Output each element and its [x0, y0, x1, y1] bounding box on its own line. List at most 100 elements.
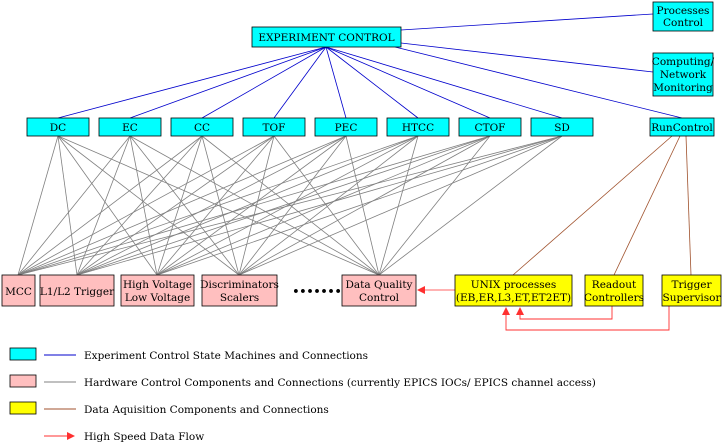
dc-box: DC: [26, 117, 90, 137]
ec-box: EC: [98, 117, 162, 137]
legend: Experiment Control State Machines and Co…: [9, 347, 596, 443]
legend-red-label: High Speed Data Flow: [84, 431, 204, 443]
control-connector-3: [273, 46, 327, 119]
sd-box: SD: [530, 117, 594, 137]
hardware-connector-29: [378, 135, 419, 276]
hardware-connector-0: [17, 135, 59, 276]
data-flow-arrows: [417, 286, 670, 331]
svg-text:Control: Control: [359, 292, 400, 304]
hardware-connector-10: [17, 135, 203, 276]
svg-text:CC: CC: [194, 122, 210, 134]
svg-text:MCC: MCC: [5, 286, 32, 298]
hardware-connector-18: [238, 135, 275, 276]
control-connector-6: [325, 46, 491, 119]
hardware-connector-8: [129, 135, 240, 276]
legend-pink-swatch: [9, 374, 37, 388]
legend-cyan-swatch: [9, 347, 37, 361]
hardware-connector-13: [201, 135, 240, 276]
hardware-connector-25: [17, 135, 419, 276]
hardware-connector-36: [76, 135, 563, 276]
hardware-connector-5: [17, 135, 131, 276]
svg-text:Scalers: Scalers: [220, 292, 259, 304]
runcontrol-box: RunControl: [649, 117, 715, 137]
svg-text:DC: DC: [50, 122, 66, 134]
svg-text:Computing/: Computing/: [652, 56, 715, 68]
hardware-connector-15: [17, 135, 275, 276]
svg-text:HTCC: HTCC: [402, 122, 434, 134]
svg-text:SD: SD: [554, 122, 570, 134]
data-quality-box: Data Quality Control: [341, 274, 417, 307]
cc-box: CC: [170, 117, 234, 137]
hardware-connector-27: [156, 135, 419, 276]
svg-text:Low Voltage: Low Voltage: [125, 292, 190, 304]
control-connector-2: [201, 46, 327, 119]
hardware-connector-31: [76, 135, 491, 276]
daq-connections: [512, 135, 692, 276]
svg-text:TOF: TOF: [263, 122, 286, 134]
svg-text:Supervisor: Supervisor: [663, 292, 722, 304]
control-connector-0: [57, 46, 327, 119]
hardware-connector-20: [17, 135, 347, 276]
discriminators-box: Discriminators Scalers: [200, 274, 279, 307]
control-connector-runcontrol: [394, 46, 683, 119]
mcc-box: MCC: [1, 274, 36, 307]
daq-connector-readout: [613, 135, 681, 276]
hardware-connector-7: [129, 135, 158, 276]
hardware-connector-22: [156, 135, 347, 276]
trigger-supervisor-box: Trigger Supervisor: [661, 274, 722, 307]
daq-connector-supervisor: [685, 135, 692, 276]
hardware-connector-37: [156, 135, 563, 276]
hardware-connector-12: [156, 135, 203, 276]
hardware-connector-28: [238, 135, 419, 276]
svg-text:UNIX processes: UNIX processes: [471, 279, 557, 291]
control-connector-processes: [400, 13, 654, 31]
hardware-connector-30: [17, 135, 491, 276]
experiment-control-box: EXPERIMENT CONTROL: [251, 26, 402, 48]
hardware-connector-3: [57, 135, 240, 276]
hardware-connector-33: [238, 135, 491, 276]
data-flow-supervisor-to-unix: [502, 306, 670, 331]
processes-control-box: Processes Control: [652, 1, 714, 32]
voltage-box: High Voltage Low Voltage: [120, 274, 195, 307]
ctof-box: CTOF: [458, 117, 522, 137]
hardware-connector-23: [238, 135, 347, 276]
hardware-connector-38: [238, 135, 563, 276]
daq-connector-unix: [512, 135, 673, 276]
computing-monitoring-box: Computing/ Network Monitoring: [652, 52, 715, 97]
trigger-box: L1/L2 Trigger: [39, 274, 115, 307]
control-connector-7: [325, 46, 563, 119]
readout-controllers-box: Readout Controllers: [584, 274, 644, 307]
svg-text:Network: Network: [660, 69, 707, 81]
svg-text:PEC: PEC: [335, 122, 358, 134]
tof-box: TOF: [242, 117, 306, 137]
control-connector-5: [325, 46, 419, 119]
hardware-connector-26: [76, 135, 419, 276]
control-connections: [57, 13, 683, 119]
control-connector-monitoring: [400, 42, 654, 73]
svg-text:L1/L2 Trigger: L1/L2 Trigger: [40, 286, 115, 298]
hardware-connector-17: [156, 135, 275, 276]
svg-text:Readout: Readout: [592, 279, 637, 291]
legend-brown-label: Data Aquisition Components and Connectio…: [84, 404, 329, 416]
htcc-box: HTCC: [386, 117, 450, 137]
svg-text:RunControl: RunControl: [651, 122, 713, 134]
svg-text:CTOF: CTOF: [475, 122, 506, 134]
svg-text:Processes: Processes: [657, 5, 710, 17]
svg-text:High Voltage: High Voltage: [123, 279, 192, 291]
control-connector-4: [325, 46, 347, 119]
pec-box: PEC: [314, 117, 378, 137]
control-connector-1: [129, 46, 327, 119]
legend-gray-label: Hardware Control Components and Connecti…: [84, 377, 596, 389]
svg-text:EXPERIMENT CONTROL: EXPERIMENT CONTROL: [258, 32, 394, 44]
hardware-connections: [17, 135, 563, 276]
data-flow-readout-to-unix: [516, 306, 613, 320]
unix-processes-box: UNIX processes (EB,ER,L3,ET,ET2ET): [454, 274, 573, 307]
hardware-connector-21: [76, 135, 347, 276]
svg-text:Control: Control: [663, 17, 704, 29]
hardware-connector-32: [156, 135, 491, 276]
svg-text:(EB,ER,L3,ET,ET2ET): (EB,ER,L3,ET,ET2ET): [456, 292, 571, 304]
hardware-connector-1: [57, 135, 78, 276]
svg-text:Discriminators: Discriminators: [200, 279, 279, 291]
hardware-connector-34: [378, 135, 491, 276]
